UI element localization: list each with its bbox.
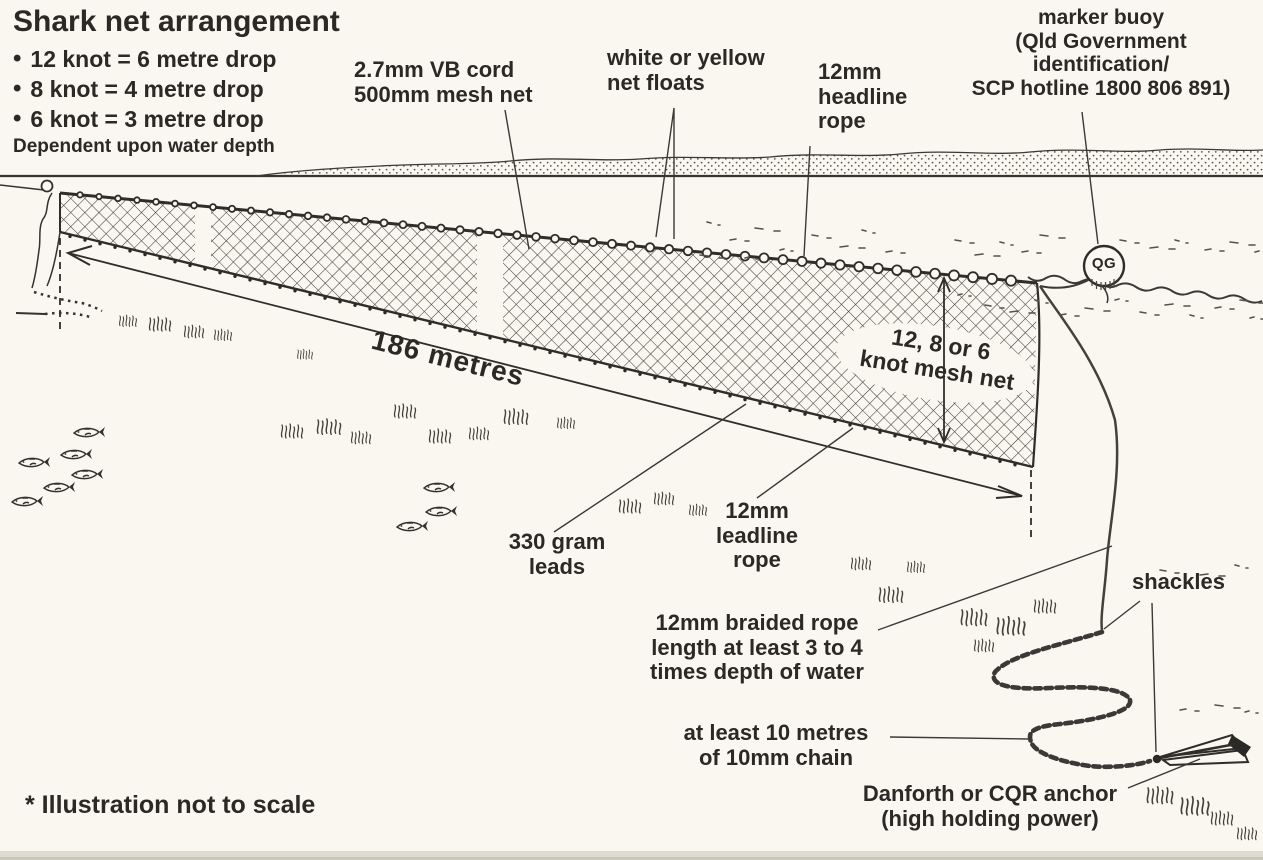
legend-item: • 12 knot = 6 metre drop xyxy=(13,44,276,74)
leader-lines xyxy=(504,107,1201,789)
rock-left xyxy=(15,179,103,319)
legend-item-text: 8 knot = 4 metre drop xyxy=(30,75,264,102)
water-sparkle-dashes xyxy=(699,221,1263,714)
legend-item-text: 12 knot = 6 metre drop xyxy=(30,45,277,72)
anchor-chain xyxy=(991,629,1162,770)
legend-item: • 6 knot = 3 metre drop xyxy=(13,104,276,134)
label-braided-rope: 12mm braided rope length at least 3 to 4… xyxy=(650,610,864,685)
bullet-icon: • xyxy=(13,105,22,132)
marker-buoy-qg xyxy=(1082,244,1126,304)
net-floats-row xyxy=(76,191,1018,287)
label-headline-rope: 12mm headline rope xyxy=(818,59,908,134)
label-marker-buoy: marker buoy (Qld Government identificati… xyxy=(971,6,1231,100)
footnote: * Illustration not to scale xyxy=(25,791,316,819)
horizon-line xyxy=(0,174,1263,191)
danforth-anchor xyxy=(1159,733,1251,767)
knot-drop-legend: • 12 knot = 6 metre drop • 8 knot = 4 me… xyxy=(13,44,276,158)
shark-net xyxy=(59,191,1041,469)
label-net-floats: white or yellow net floats xyxy=(607,45,765,95)
net-seam xyxy=(477,232,503,339)
dimension-arrow-186m xyxy=(59,238,1032,542)
buoy-marking: QG xyxy=(1091,255,1117,272)
label-shackles: shackles xyxy=(1132,569,1225,594)
net-drop-arrow xyxy=(937,275,951,445)
legend-item: • 8 knot = 4 metre drop xyxy=(13,74,276,104)
legend-note: Dependent upon water depth xyxy=(13,136,275,157)
fish-school-middle xyxy=(396,481,458,532)
label-anchor: Danforth or CQR anchor (high holding pow… xyxy=(862,781,1118,831)
braided-rope-line xyxy=(1038,285,1119,631)
shackle-point xyxy=(1152,754,1162,764)
leadline-rope-line xyxy=(59,230,1034,469)
buoy-circle xyxy=(1082,244,1126,288)
label-vb-cord: 2.7mm VB cord 500mm mesh net xyxy=(354,57,533,107)
legend-item-text: 6 knot = 3 metre drop xyxy=(30,105,264,132)
label-leadline-rope: 12mm leadline rope xyxy=(716,498,798,573)
label-chain: at least 10 metres of 10mm chain xyxy=(683,720,869,770)
water-wave-line xyxy=(1027,274,1263,304)
net-end-edge xyxy=(1031,282,1041,468)
end-float xyxy=(40,179,54,193)
label-leads: 330 gram leads xyxy=(508,529,606,579)
net-seam xyxy=(195,206,211,269)
shore-band xyxy=(255,148,1263,177)
diagram-title: Shark net arrangement xyxy=(13,5,340,38)
fish-school-left xyxy=(11,426,106,507)
bullet-icon: • xyxy=(13,75,22,102)
lead-weights-row xyxy=(68,234,1017,467)
scan-edge xyxy=(0,851,1263,860)
bullet-icon: • xyxy=(13,45,22,72)
